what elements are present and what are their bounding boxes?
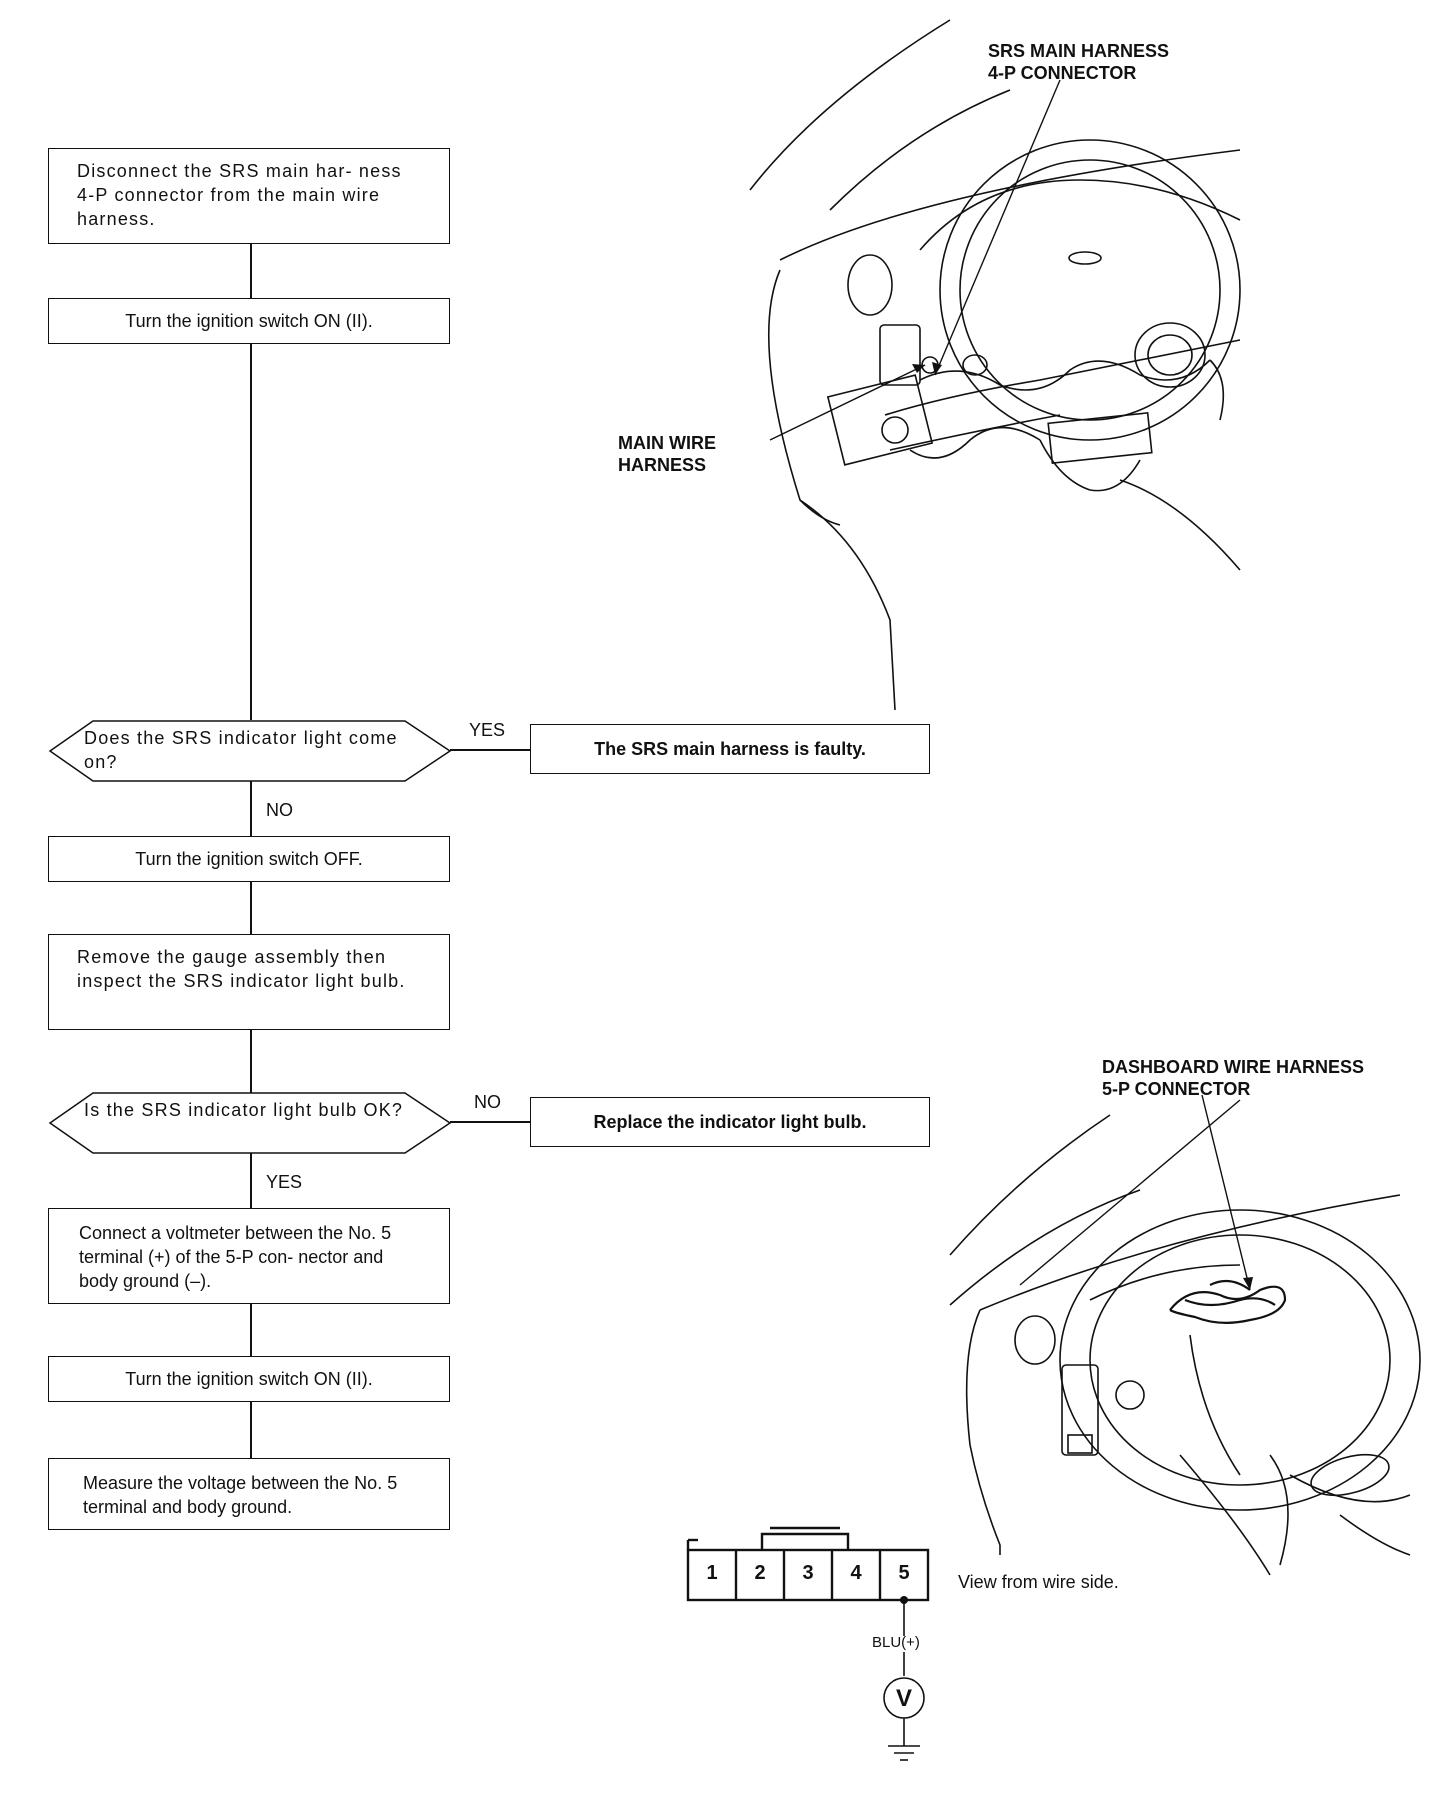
no-label: NO — [474, 1092, 501, 1112]
flow-line — [250, 880, 252, 934]
terminal-3: 3 — [802, 1562, 814, 1584]
outcome-replace-bulb: Replace the indicator light bulb. — [530, 1097, 930, 1147]
callout-line: MAIN WIRE — [618, 433, 716, 453]
terminal-5: 5 — [898, 1562, 910, 1584]
step-text: Disconnect the SRS main har- ness 4-P co… — [77, 161, 402, 229]
flow-line — [250, 1028, 252, 1094]
step-connect-voltmeter: Connect a voltmeter between the No. 5 te… — [48, 1208, 450, 1304]
callout-line: 4-P CONNECTOR — [988, 63, 1137, 83]
flow-line — [250, 1302, 252, 1358]
no-label: NO — [266, 800, 293, 820]
flow-line — [250, 1402, 252, 1458]
dashboard-illustration-bottom — [949, 1094, 1421, 1576]
view-note: View from wire side. — [958, 1572, 1119, 1592]
step-ignition-on-2: Turn the ignition switch ON (II). — [48, 1356, 450, 1402]
step-text: Turn the ignition switch OFF. — [135, 849, 363, 869]
step-ignition-off: Turn the ignition switch OFF. — [48, 836, 450, 882]
step-text: Turn the ignition switch ON (II). — [125, 311, 373, 331]
no-branch-line — [450, 1121, 530, 1123]
decision-shape — [48, 1092, 452, 1154]
callout-line: DASHBOARD WIRE HARNESS — [1102, 1057, 1365, 1077]
terminal-2: 2 — [754, 1562, 766, 1584]
flow-line — [250, 244, 252, 298]
decision-bulb-ok: Is the SRS indicator light bulb OK? — [84, 1100, 404, 1120]
callout-line: SRS MAIN HARNESS — [988, 41, 1170, 61]
flow-line — [250, 344, 252, 720]
outcome-harness-faulty: The SRS main harness is faulty. — [530, 724, 930, 774]
callout-dashboard-harness: DASHBOARD WIRE HARNESS 5-P CONNECTOR — [1102, 1056, 1364, 1100]
outcome-text: The SRS main harness is faulty. — [594, 739, 866, 759]
step-text: Measure the voltage between the No. 5 te… — [83, 1473, 398, 1517]
flow-line — [250, 780, 252, 836]
step-text: Remove the gauge assembly then inspect t… — [77, 947, 406, 991]
outcome-text: Replace the indicator light bulb. — [593, 1112, 867, 1132]
decision-shape — [48, 720, 452, 782]
terminal-1: 1 — [706, 1562, 718, 1584]
yes-label: YES — [266, 1172, 303, 1192]
terminal-4: 4 — [850, 1562, 862, 1584]
decision-srs-light-on: Does the SRS indicator light come on? — [84, 728, 398, 772]
callout-line: HARNESS — [618, 455, 707, 475]
step-text: Connect a voltmeter between the No. 5 te… — [79, 1223, 392, 1291]
callout-srs-main-harness: SRS MAIN HARNESS 4-P CONNECTOR — [988, 40, 1169, 84]
wire-label-blu: BLU(+) — [872, 1634, 920, 1651]
step-ignition-on: Turn the ignition switch ON (II). — [48, 298, 450, 344]
step-remove-gauge: Remove the gauge assembly then inspect t… — [48, 934, 450, 1030]
yes-label: YES — [469, 720, 506, 740]
callout-main-wire-harness: MAIN WIRE HARNESS — [618, 432, 716, 476]
yes-branch-line — [450, 749, 530, 751]
connector-5p-diagram — [686, 1526, 930, 1761]
step-text: Turn the ignition switch ON (II). — [125, 1369, 373, 1389]
callout-line: 5-P CONNECTOR — [1102, 1079, 1251, 1099]
dashboard-illustration-top — [749, 19, 1241, 711]
step-disconnect-connector: Disconnect the SRS main har- ness 4-P co… — [48, 148, 450, 244]
voltmeter-symbol: V — [895, 1685, 912, 1712]
flow-line — [250, 1152, 252, 1208]
step-measure-voltage: Measure the voltage between the No. 5 te… — [48, 1458, 450, 1530]
